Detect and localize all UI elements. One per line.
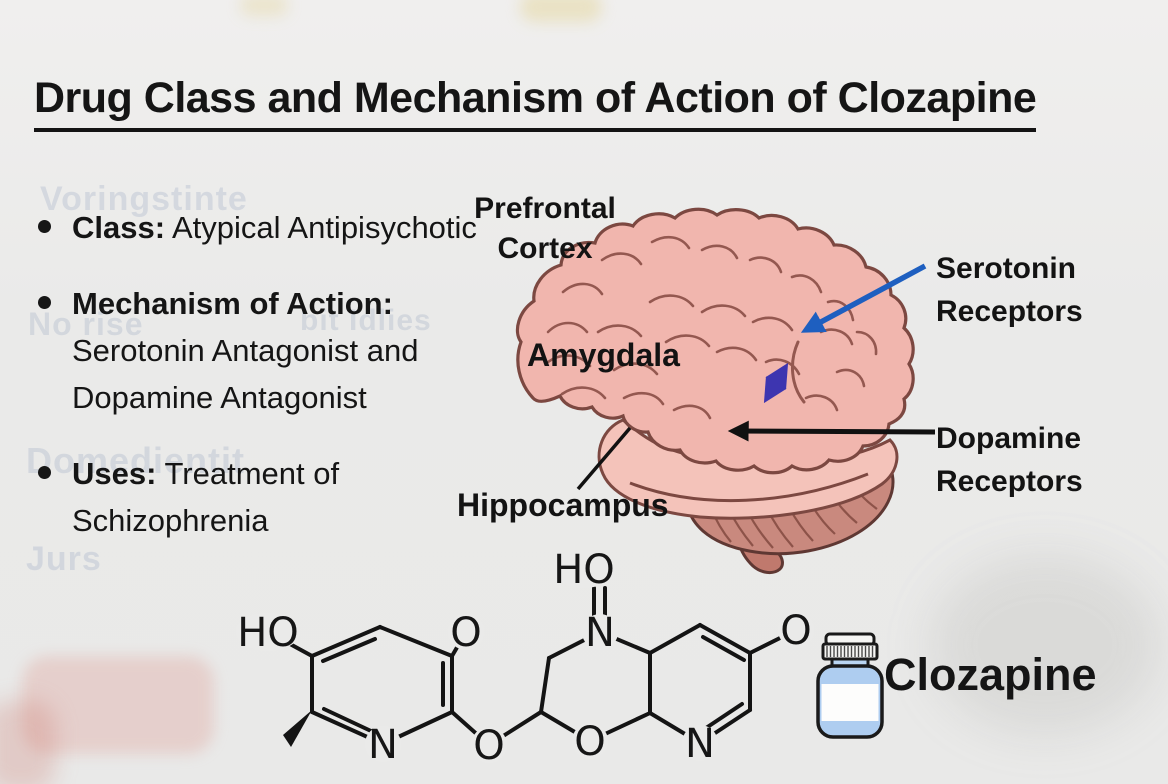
bullet-dot xyxy=(38,296,51,309)
ghost-blob-red xyxy=(0,700,56,784)
ghost-text: bit Idlies xyxy=(300,304,432,337)
page-title: Drug Class and Mechanism of Action of Cl… xyxy=(34,74,1037,132)
label-serotonin-receptors: Serotonin Receptors xyxy=(936,247,1083,333)
ghost-text: Domedientit xyxy=(26,440,246,481)
atom-label: HO xyxy=(553,547,615,593)
label-hippocampus: Hippocampus xyxy=(457,487,669,523)
atom-label: N xyxy=(368,722,398,768)
bullet-text: Treatment of Schizophrenia xyxy=(72,456,340,538)
bullet-item-class: Class: Atypical Antipisychotic xyxy=(38,204,516,251)
label-amygdala: Amygdala xyxy=(527,337,680,373)
atom-labels: HO O N O HO N O N O xyxy=(237,547,812,769)
bullet-lead: Mechanism of Action: xyxy=(72,286,393,321)
bullet-lead: Uses: xyxy=(72,456,157,491)
dopamine-arrow xyxy=(727,420,936,442)
ghost-blob-pink xyxy=(22,656,214,754)
atom-backings xyxy=(236,550,814,763)
molecule-structure: HO O N O HO N O N O xyxy=(236,547,814,769)
ghost-text: No rise xyxy=(28,306,144,342)
label-dopamine-receptors: Dopamine Receptors xyxy=(936,417,1083,503)
bullet-text: Serotonin Antagonist and Dopamine Antago… xyxy=(72,333,419,415)
bullet-dot xyxy=(38,220,51,233)
label-line: Receptors xyxy=(936,295,1083,328)
label-line: Dopamine xyxy=(936,422,1082,455)
hippocampus-pointer-line xyxy=(576,426,632,491)
atom-label: N xyxy=(585,610,615,656)
atom-label: O xyxy=(473,723,504,769)
bullet-item-mechanism: Mechanism of Action: Serotonin Antagonis… xyxy=(38,280,516,421)
atom-label: HO xyxy=(237,610,299,656)
atom-label: O xyxy=(574,719,605,765)
label-line: Cortex xyxy=(497,232,593,265)
bullet-lead: Class: xyxy=(72,210,166,245)
atom-label: N xyxy=(685,721,715,767)
bond-lines xyxy=(266,586,798,747)
atom-label: O xyxy=(450,610,481,656)
ghost-blob-yellow-2 xyxy=(240,0,288,16)
methyl-wedge-bond xyxy=(283,710,312,747)
cerebrum-shape xyxy=(515,207,915,475)
label-prefrontal-cortex: Prefrontal Cortex xyxy=(446,189,644,269)
ghost-text: Jurs xyxy=(26,540,102,578)
ghost-text: Voringstinte xyxy=(40,180,248,218)
clozapine-caption: Clozapine xyxy=(884,649,1097,700)
pill-bottle-icon xyxy=(816,632,884,739)
brain-illustration xyxy=(515,207,936,575)
bullet-dot xyxy=(38,466,51,479)
label-line: Prefrontal xyxy=(474,192,616,225)
gyri-lines xyxy=(546,235,878,420)
cap-ribs xyxy=(826,646,874,657)
serotonin-arrow xyxy=(800,263,927,333)
label-line: Receptors xyxy=(936,465,1083,498)
label-line: Serotonin xyxy=(936,252,1076,285)
bullet-item-uses: Uses: Treatment of Schizophrenia xyxy=(38,450,516,544)
bullet-text: Atypical Antipisychotic xyxy=(171,210,477,245)
receptor-double-arrow xyxy=(763,362,789,404)
atom-label: O xyxy=(780,608,811,654)
ghost-blob-yellow xyxy=(520,0,602,22)
bullet-list: Class: Atypical Antipisychotic Mechanism… xyxy=(38,204,516,573)
ghost-blob-gray xyxy=(930,555,1160,735)
